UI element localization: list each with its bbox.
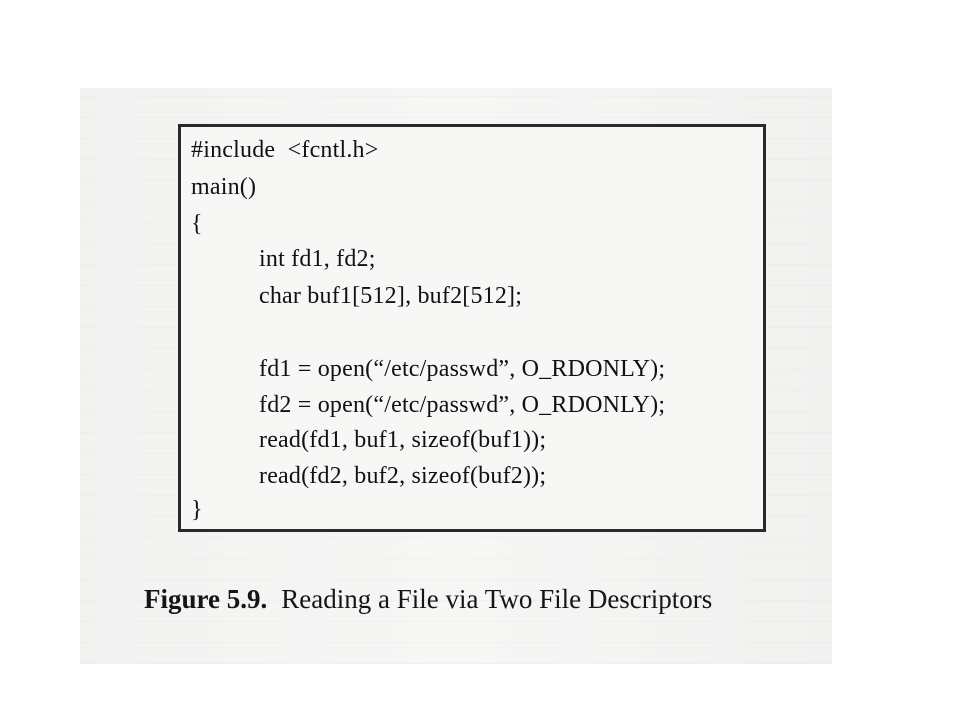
code-line-open-brace: { bbox=[191, 211, 203, 237]
code-line-read-fd2: read(fd2, buf2, sizeof(buf2)); bbox=[259, 463, 547, 489]
figure-caption: Figure 5.9. Reading a File via Two File D… bbox=[144, 586, 712, 613]
code-line-main: main() bbox=[191, 174, 257, 200]
code-line-int-decl: int fd1, fd2; bbox=[259, 246, 376, 272]
code-line-include: #include <fcntl.h> bbox=[191, 137, 379, 163]
code-line-open-fd2: fd2 = open(“/etc/passwd”, O_RDONLY); bbox=[259, 392, 666, 418]
code-line-read-fd1: read(fd1, buf1, sizeof(buf1)); bbox=[259, 427, 547, 453]
figure-caption-label: Figure 5.9. bbox=[144, 584, 268, 614]
code-listing-box bbox=[178, 124, 766, 532]
code-line-close-brace: } bbox=[191, 497, 203, 523]
code-line-char-decl: char buf1[512], buf2[512]; bbox=[259, 283, 523, 309]
code-line-open-fd1: fd1 = open(“/etc/passwd”, O_RDONLY); bbox=[259, 356, 666, 382]
figure-caption-text: Reading a File via Two File Descriptors bbox=[281, 584, 713, 614]
